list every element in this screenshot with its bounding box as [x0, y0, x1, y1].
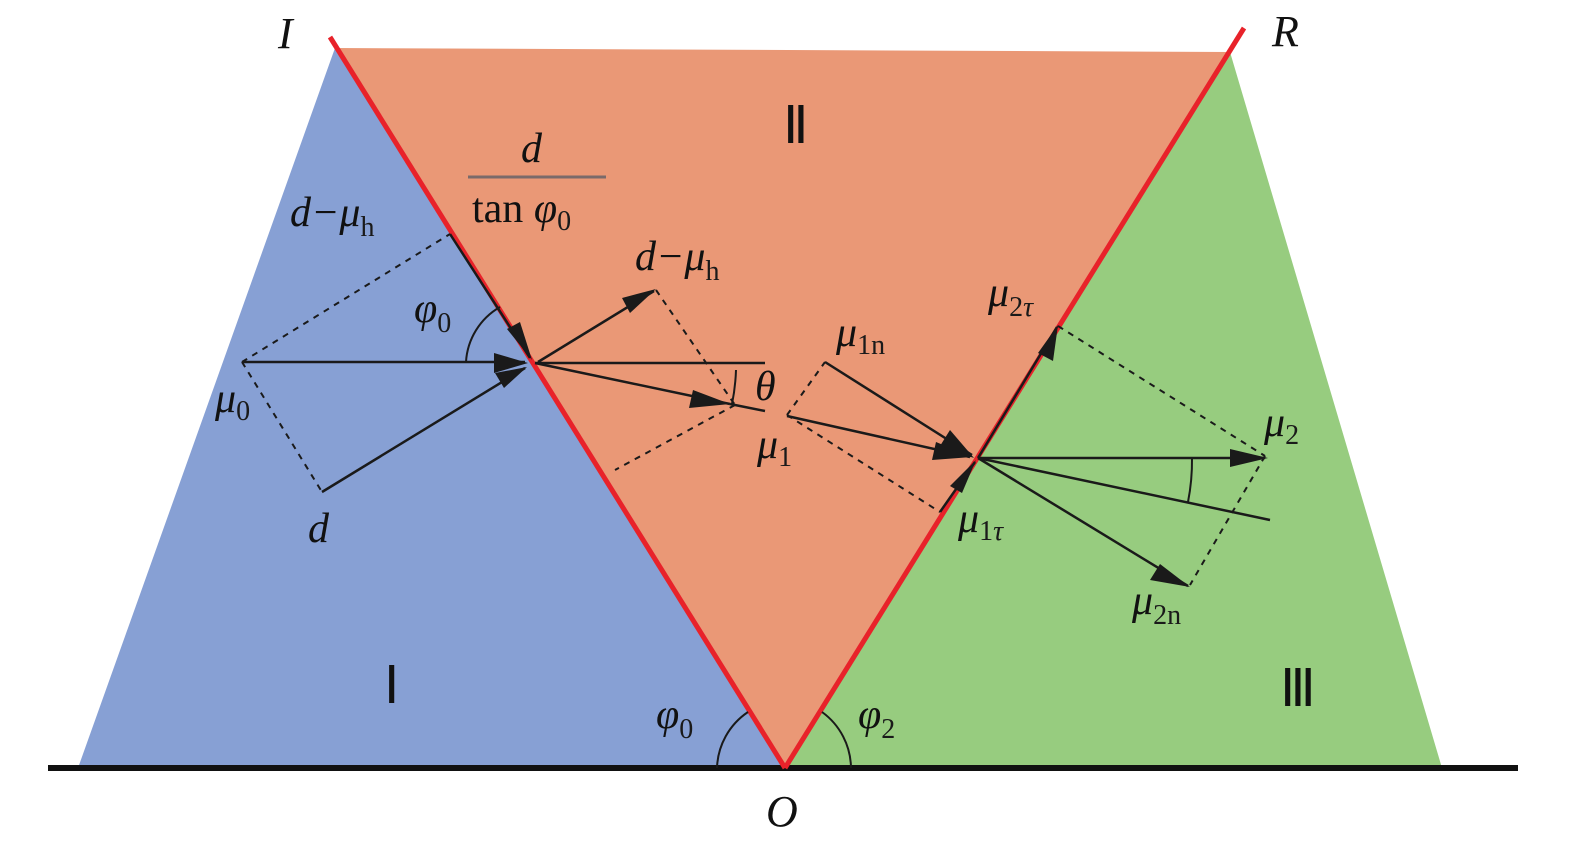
vector-d	[321, 366, 526, 494]
label-phi0-lower: φ0	[656, 692, 693, 745]
label-mu1n: μ1n	[835, 310, 885, 361]
region-I-fill	[78, 48, 785, 768]
mu2-dir-line	[977, 456, 1271, 522]
label-mu2n: μ2n	[1131, 578, 1181, 631]
label-region-I: Ⅰ	[384, 658, 399, 715]
label-d-minus-mu-h-right: d−μh	[635, 234, 719, 287]
fraction-denominator: tan φ0	[472, 186, 571, 237]
region-III-fill	[785, 52, 1442, 768]
label-mu2: μ2	[1263, 400, 1299, 451]
label-mu0: μ0	[214, 376, 250, 427]
label-line-R: R	[1271, 7, 1299, 56]
label-region-II: Ⅱ	[783, 98, 809, 155]
label-line-I: I	[277, 9, 295, 58]
mu1-extension	[729, 402, 766, 413]
label-mu1t: μ1τ	[957, 496, 1004, 547]
interface-line-I	[327, 35, 788, 770]
region-II-fill	[335, 48, 1230, 768]
label-d: d	[308, 506, 330, 552]
label-theta: θ	[755, 364, 776, 410]
fraction-numerator: d	[521, 126, 543, 172]
vector-mu2n	[977, 456, 1189, 588]
label-phi0-upper: φ0	[414, 286, 451, 339]
label-d-minus-mu-h-left: d−μh	[290, 190, 374, 243]
arrowheads	[494, 289, 1268, 587]
angle-arcs	[465, 306, 1194, 769]
label-mu2t: μ2τ	[987, 270, 1034, 323]
label-origin: O	[766, 787, 798, 836]
dashed-lines	[241, 233, 1266, 586]
label-region-III: Ⅲ	[1280, 661, 1316, 718]
label-mu1: μ1	[756, 422, 792, 473]
label-phi2: φ2	[858, 692, 895, 745]
